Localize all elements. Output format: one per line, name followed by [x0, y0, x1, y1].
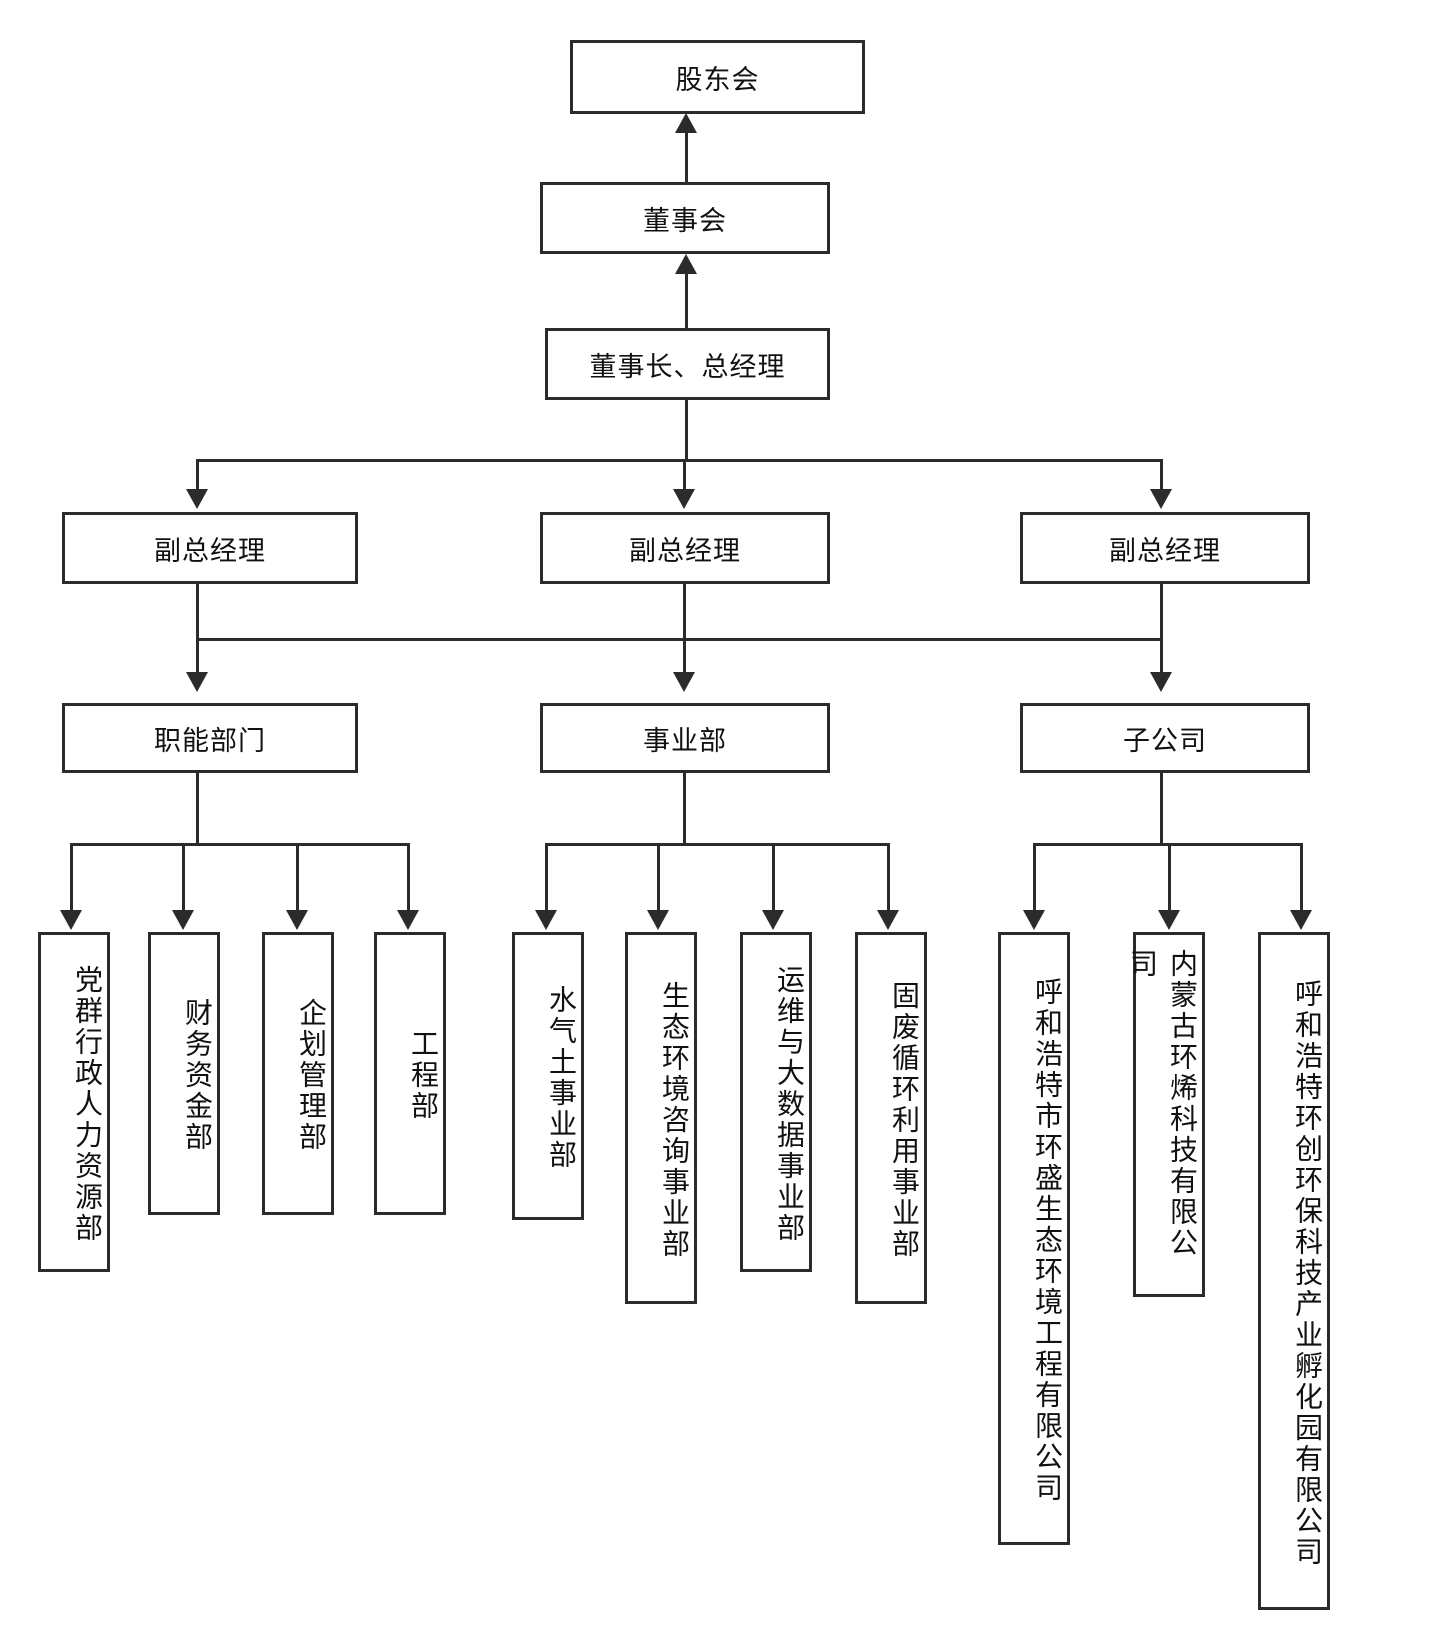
connector-drop-divisions [683, 638, 686, 680]
node-dept-planning-management[interactable]: 企划管理部 [262, 932, 334, 1215]
arrow-down-divisions [673, 672, 695, 692]
node-subsidiary-huansheng-eco-engineering[interactable]: 呼和浩特市环盛生态环境工程有限公司 [998, 932, 1070, 1545]
arrow-down-subsidiaries [1150, 672, 1172, 692]
connector-drop-subsidiaries [1160, 638, 1163, 680]
node-functional-departments[interactable]: 职能部门 [62, 703, 358, 773]
connector-divisions-bus [545, 843, 890, 846]
node-subsidiary-huanchuang-incubator-park[interactable]: 呼和浩特环创环保科技产业孵化园有限公司 [1258, 932, 1330, 1610]
connector-drop-sub-3 [1300, 843, 1303, 918]
connector-subsidiaries-stem [1160, 773, 1163, 845]
node-deputy-gm-left[interactable]: 副总经理 [62, 512, 358, 584]
node-deputy-gm-center[interactable]: 副总经理 [540, 512, 830, 584]
connector-drop-div-2 [657, 843, 660, 918]
node-dept-engineering[interactable]: 工程部 [374, 932, 446, 1215]
connector-drop-func-1 [70, 843, 73, 918]
arrow-down-vp-center [673, 489, 695, 509]
connector-board-to-shareholders [685, 130, 688, 192]
connector-vp-left-stem [196, 584, 199, 640]
connector-chairman-stem [685, 400, 688, 461]
arrow-down-div-3 [762, 910, 784, 930]
node-dept-party-admin-hr[interactable]: 党群行政人力资源部 [38, 932, 110, 1272]
node-subsidiary-huanxi-technology[interactable]: 内蒙古环烯科技有限公司 [1126, 932, 1205, 1297]
arrow-down-div-4 [877, 910, 899, 930]
connector-drop-vp-center [683, 459, 686, 497]
arrow-down-sub-3 [1290, 910, 1312, 930]
node-subsidiary-companies[interactable]: 子公司 [1020, 703, 1310, 773]
node-division-eco-consulting[interactable]: 生态环境咨询事业部 [625, 932, 697, 1304]
node-shareholders-meeting[interactable]: 股东会 [570, 40, 865, 114]
arrow-down-func-4 [397, 910, 419, 930]
node-business-divisions[interactable]: 事业部 [540, 703, 830, 773]
node-division-ops-bigdata[interactable]: 运维与大数据事业部 [740, 932, 812, 1272]
arrow-down-functional [186, 672, 208, 692]
connector-drop-func-3 [296, 843, 299, 918]
arrow-down-div-2 [647, 910, 669, 930]
connector-drop-func-4 [407, 843, 410, 918]
arrow-up-to-board [675, 254, 697, 274]
arrow-down-func-1 [60, 910, 82, 930]
connector-drop-div-1 [545, 843, 548, 918]
arrow-down-div-1 [535, 910, 557, 930]
connector-drop-sub-1 [1033, 843, 1036, 918]
node-division-solid-waste-recycling[interactable]: 固废循环利用事业部 [855, 932, 927, 1304]
node-board-of-directors[interactable]: 董事会 [540, 182, 830, 254]
connector-drop-vp-left [196, 459, 199, 497]
connector-drop-sub-2 [1168, 843, 1171, 918]
arrow-down-func-3 [286, 910, 308, 930]
connector-vp-bus [196, 459, 1163, 462]
connector-drop-vp-right [1160, 459, 1163, 497]
node-chairman-general-manager[interactable]: 董事长、总经理 [545, 328, 830, 400]
node-division-water-air-soil[interactable]: 水气土事业部 [512, 932, 584, 1220]
node-dept-finance[interactable]: 财务资金部 [148, 932, 220, 1215]
arrow-down-sub-2 [1158, 910, 1180, 930]
node-deputy-gm-right[interactable]: 副总经理 [1020, 512, 1310, 584]
connector-functional-bus [70, 843, 410, 846]
connector-vp-center-stem [683, 584, 686, 640]
arrow-down-func-2 [172, 910, 194, 930]
connector-drop-div-4 [887, 843, 890, 918]
arrow-down-sub-1 [1023, 910, 1045, 930]
arrow-up-to-shareholders [675, 113, 697, 133]
connector-mid-bus [196, 638, 1163, 641]
connector-drop-functional [196, 638, 199, 680]
connector-chairman-to-board [685, 270, 688, 332]
connector-drop-func-2 [182, 843, 185, 918]
connector-vp-right-stem [1160, 584, 1163, 640]
arrow-down-vp-right [1150, 489, 1172, 509]
connector-functional-stem [196, 773, 199, 845]
arrow-down-vp-left [186, 489, 208, 509]
connector-drop-div-3 [772, 843, 775, 918]
connector-divisions-stem [683, 773, 686, 845]
